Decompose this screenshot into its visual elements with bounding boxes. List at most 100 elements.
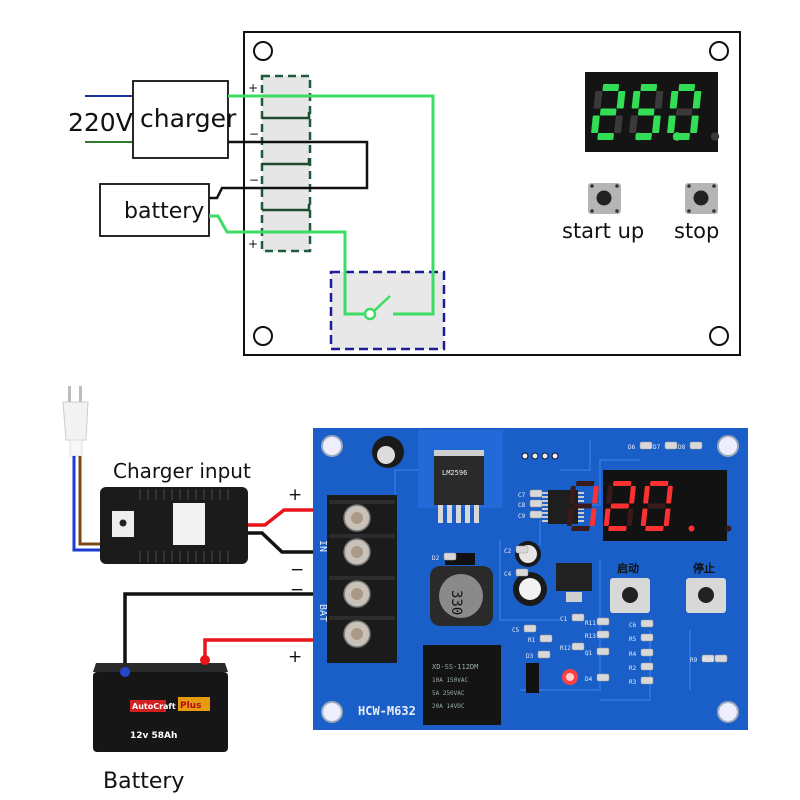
button-cap-icon [596,190,612,206]
smd-component [596,647,610,656]
display-segment [593,91,603,109]
battery-brand: AutoCraft [132,702,176,711]
display-segment [629,486,636,504]
display-segment [629,115,638,133]
component-label: C9 [518,513,526,520]
relay-marking: XD-SS-112DM [432,663,478,671]
display-segment [566,508,574,526]
button-cap-icon [693,190,709,206]
mounting-hole-icon [709,41,729,61]
display-segment [592,486,599,504]
battery-positive-terminal-icon [200,655,210,665]
smd-component [571,613,585,622]
relay-marking: 10A 150VAC [432,677,469,684]
display-segment [603,508,611,526]
display-segment [640,508,648,526]
schematic: + − − + 220V charger battery [68,31,741,356]
mounting-hole-icon [321,435,343,457]
component-label: C4 [504,571,512,578]
mounting-hole-icon [717,435,739,457]
component-label: R9 [690,657,698,664]
smd-component [596,673,610,682]
charger-positive-wire [248,508,340,527]
display-segment [599,108,617,116]
component-label: C1 [560,616,568,623]
component-label: R1 [528,637,536,644]
smd-component [596,617,610,626]
smd-component [515,568,529,577]
display-segment [606,486,613,504]
charger-input-label: Charger input [113,459,251,483]
stop-button-label: 停止 [693,561,715,575]
terminal-polarity: − [249,173,259,187]
component-label: C7 [518,492,526,499]
charger-label: charger [140,104,237,133]
board-model-label: HCW-M632 [358,704,416,718]
relay-switch-contact-icon [373,295,391,312]
component-label: D7 [653,444,661,451]
component-label: C6 [629,622,637,629]
terminal-polarity: + [248,81,258,95]
display-segment [690,115,699,133]
mounting-hole-icon [321,701,343,723]
mains-voltage-label: 220V [68,108,133,137]
terminal-contact [262,204,311,212]
car-battery: AutoCraft Plus 12v 58Ah [93,655,228,752]
battery-rating: 12v 58Ah [130,731,177,741]
mounting-hole-icon [253,41,273,61]
display-segment [576,481,595,486]
battery-label: battery [124,199,204,224]
start-up-label: start up [562,219,644,243]
component-label: D3 [526,653,534,660]
smd-component [539,634,553,643]
battery-plus-sign: + [288,647,302,667]
component-label: D4 [585,676,593,683]
display-segment [692,91,702,109]
display-segment [643,486,650,504]
component-label: R2 [629,665,637,672]
terminal-polarity: − [249,127,259,141]
display-segment [626,508,634,526]
terminal-contact [262,112,311,120]
battery-caption: Battery [103,769,184,794]
display-decimal-point [688,525,695,532]
display-segment [610,503,629,509]
component-label: R4 [629,651,637,658]
display-segment [663,508,671,526]
component-label: D8 [678,444,686,451]
smd-component [640,648,654,657]
stop-label: stop [674,219,719,243]
button-cap-icon [622,587,638,603]
smd-component [529,489,543,498]
terminal-contact [262,158,311,166]
charger-negative-wire [248,531,340,554]
display-segment [613,481,632,486]
smd-component [523,624,537,633]
display-segment [645,526,664,531]
relay-switch-pivot-icon [363,307,377,321]
button-cap-icon [698,587,714,603]
voltage-regulator-chip [434,453,484,505]
display-segment [614,115,623,133]
display-segment [616,91,626,109]
relay-box [329,270,446,351]
module-start-button[interactable] [610,578,650,613]
module-stop-button[interactable] [686,578,726,613]
module-display-digits [566,481,732,532]
component-label: Q1 [585,650,593,657]
battery-positive-wire [203,638,340,660]
negative-wire [209,140,369,200]
terminal-label-bat: BAT [317,604,328,622]
display-segment [667,115,676,133]
component-label: R10 [703,657,714,664]
display-segment [635,133,652,140]
component-label: C2 [504,548,512,555]
stop-button[interactable] [685,183,718,214]
start-up-button[interactable] [588,183,621,214]
display-segment [669,91,679,109]
display-segment [631,91,641,109]
display-segment [602,84,620,91]
charger-box [132,80,229,159]
display-decimal-point [725,525,732,532]
component-label: R12 [560,645,571,652]
